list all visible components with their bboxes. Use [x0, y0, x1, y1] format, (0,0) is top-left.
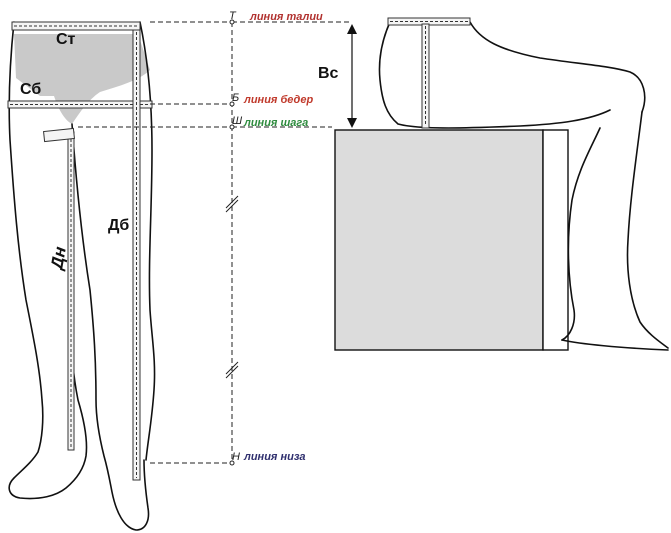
seated-shin	[626, 111, 669, 349]
seat-height-label: Вс	[318, 65, 339, 82]
left-leg-outline	[8, 21, 88, 500]
standing-figure: Ст Сб Дн Дб	[7, 21, 156, 531]
hip-point	[229, 101, 235, 107]
seat-height-arrow-head-top	[347, 24, 357, 34]
seated-foot	[561, 339, 669, 351]
crotch-point	[229, 124, 235, 130]
bottom-line-label: линия низа	[243, 451, 306, 463]
inseam-tape-tab	[43, 127, 75, 143]
waist-line-label: линия талии	[249, 11, 323, 23]
waist-point	[229, 19, 235, 25]
right-leg-outline	[139, 21, 156, 461]
seated-shin-back	[561, 127, 601, 341]
stool-side	[334, 129, 544, 351]
hip-line-label: линия бедер	[243, 94, 313, 106]
scale-break-lower	[225, 361, 239, 379]
bottom-point	[229, 460, 235, 466]
vertical-scale	[225, 19, 239, 466]
bottom-letter: Н	[232, 451, 240, 463]
level-lines	[78, 21, 352, 464]
level-labels: Т линия талии Б линия бедер Ш линия шага…	[229, 10, 323, 463]
crotch-line-label: линия шага	[243, 117, 308, 129]
seated-thigh-top	[469, 21, 646, 113]
scale-break-upper	[225, 195, 239, 213]
inseam-length-label: Дн	[47, 245, 70, 272]
seated-figure: Вс	[318, 17, 669, 351]
crotch-letter: Ш	[232, 115, 243, 127]
waist-girth-label: Ст	[56, 31, 76, 48]
side-length-label: Дб	[108, 217, 129, 234]
underwear-shape	[14, 34, 150, 124]
inner-leg-outline	[71, 123, 150, 531]
seated-body-outline	[378, 21, 611, 129]
seat-height-arrow-head-bottom	[347, 118, 357, 128]
hip-letter: Б	[232, 92, 239, 104]
waist-letter: Т	[229, 10, 237, 22]
stool-front-face	[542, 129, 569, 351]
hip-girth-label: Сб	[20, 81, 41, 98]
